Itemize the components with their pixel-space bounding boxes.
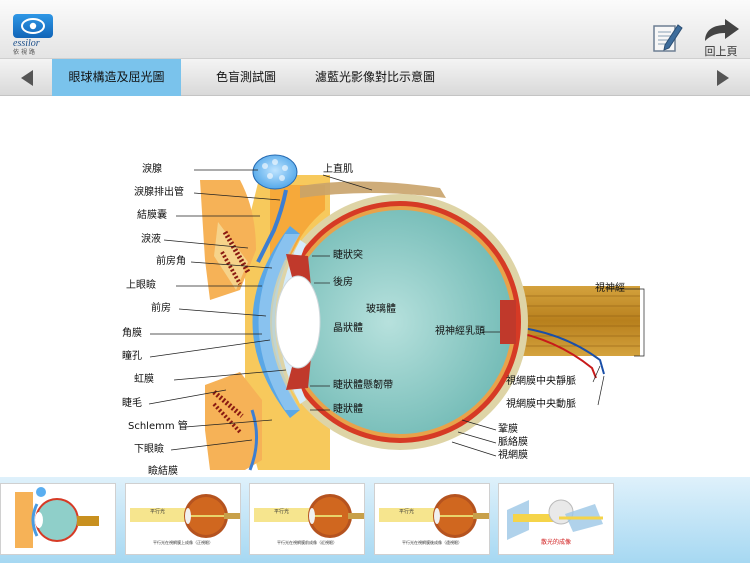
- label-ciliary-process: 睫狀突: [333, 250, 363, 261]
- label-tears: 淚液: [141, 234, 161, 245]
- logo-badge: [13, 14, 53, 38]
- thumbnail-emmetropia[interactable]: 平行光 平行光在視網膜上成像（正視眼）: [125, 483, 241, 555]
- label-lens: 晶狀體: [333, 323, 363, 334]
- back-button[interactable]: 回上頁: [700, 17, 742, 58]
- label-anterior-chamber: 前房: [151, 303, 171, 314]
- eye-diagram-area: 淚腺 淚腺排出管 結膜囊 淚液 前房角 上眼瞼 前房 角膜 瞳孔 虹膜 睫毛 S…: [0, 96, 750, 477]
- tab-eye-structure[interactable]: 眼球構造及屈光圖: [52, 59, 181, 96]
- label-lacrimal-duct: 淚腺排出管: [134, 187, 184, 198]
- triangle-right-icon: [717, 69, 729, 86]
- thumbnail-astigmatism-image: [507, 499, 603, 540]
- triangle-left-icon: [21, 69, 33, 86]
- label-retina: 視網膜: [498, 450, 528, 461]
- notes-button[interactable]: [651, 21, 683, 53]
- thumbnail-caption: 散光的成像: [540, 539, 571, 546]
- tab-blue-light-comparison[interactable]: 濾藍光影像對比示意圖: [314, 70, 435, 84]
- label-optic-disc: 視神經乳頭: [435, 326, 485, 337]
- thumbnail-eye-structure-image: [15, 487, 99, 548]
- thumbnail-hyperopia[interactable]: 平行光 平行光在視網膜後成像（遠視眼）: [374, 483, 490, 555]
- prev-arrow-button[interactable]: [4, 59, 50, 96]
- thumbnail-small-label: 平行光: [274, 509, 290, 515]
- label-posterior-chamber: 後房: [333, 277, 353, 288]
- thumbnail-hyperopia-image: [379, 494, 489, 538]
- label-choroid: 脈絡膜: [498, 437, 528, 448]
- next-arrow-button[interactable]: [700, 59, 746, 96]
- thumbnail-myopia[interactable]: 平行光 平行光在視網膜前成像（近視眼）: [249, 483, 365, 555]
- thumbnail-emmetropia-image: [130, 494, 240, 538]
- label-eyelash: 睫毛: [122, 398, 142, 409]
- label-central-retinal-artery: 視網膜中央動脈: [506, 399, 576, 410]
- tab-color-blind-test[interactable]: 色盲測試圖: [215, 70, 276, 84]
- label-cornea: 角膜: [122, 328, 142, 339]
- essilor-logo: essilor 依視路: [13, 14, 53, 56]
- label-palpebral-conjunctiva: 瞼結膜: [148, 466, 178, 477]
- label-central-retinal-vein: 視網膜中央靜脈: [506, 376, 576, 387]
- label-sclera: 鞏膜: [498, 424, 518, 435]
- label-lower-eyelid: 下眼瞼: [134, 444, 164, 455]
- label-pupil: 瞳孔: [122, 351, 142, 362]
- label-optic-nerve: 視神經: [595, 283, 625, 294]
- label-anterior-chamber-angle: 前房角: [156, 256, 186, 267]
- label-vitreous-body: 玻璃體: [366, 304, 396, 315]
- label-conjunctival-sac: 結膜囊: [137, 210, 167, 221]
- cornea-shape: [252, 226, 300, 418]
- label-zonule: 睫狀體懸韌帶: [333, 380, 393, 391]
- thumbnail-caption: 平行光在視網膜上成像（正視眼）: [153, 540, 213, 545]
- back-label: 回上頁: [704, 45, 738, 58]
- logo-brand-name: essilor: [13, 38, 40, 49]
- lower-eyelid-shape: [205, 372, 262, 470]
- notepad-pencil-icon: [653, 24, 683, 52]
- label-schlemm-canal: Schlemm 管: [128, 421, 188, 432]
- tab-bar: 眼球構造及屈光圖 色盲測試圖 濾藍光影像對比示意圖: [0, 58, 750, 96]
- curved-arrow-icon: [705, 19, 739, 41]
- thumbnail-eye-structure[interactable]: [0, 483, 116, 555]
- thumbnail-small-label: 平行光: [150, 509, 166, 515]
- label-iris: 虹膜: [134, 374, 154, 385]
- thumbnail-myopia-image: [254, 494, 364, 538]
- lens-shape: [275, 275, 321, 369]
- thumbnail-strip: 平行光 平行光在視網膜上成像（正視眼） 平行光 平行光在視網膜前成像（近視眼） …: [0, 477, 750, 563]
- label-lacrimal-gland: 淚腺: [142, 164, 162, 175]
- top-bar: essilor 依視路 回上頁: [0, 0, 750, 58]
- label-superior-rectus: 上直肌: [323, 164, 353, 175]
- thumbnail-small-label: 平行光: [399, 509, 415, 515]
- eye-anatomy-diagram: [148, 154, 645, 471]
- label-upper-eyelid: 上眼瞼: [126, 280, 156, 291]
- label-ciliary-body: 睫狀體: [333, 404, 363, 415]
- thumbnail-caption: 平行光在視網膜前成像（近視眼）: [277, 540, 337, 545]
- thumbnail-caption: 平行光在視網膜後成像（遠視眼）: [402, 540, 462, 545]
- logo-brand-sub: 依視路: [13, 49, 38, 56]
- thumbnail-astigmatism[interactable]: 散光的成像: [498, 483, 614, 555]
- vitreous-body-shape: [288, 210, 512, 434]
